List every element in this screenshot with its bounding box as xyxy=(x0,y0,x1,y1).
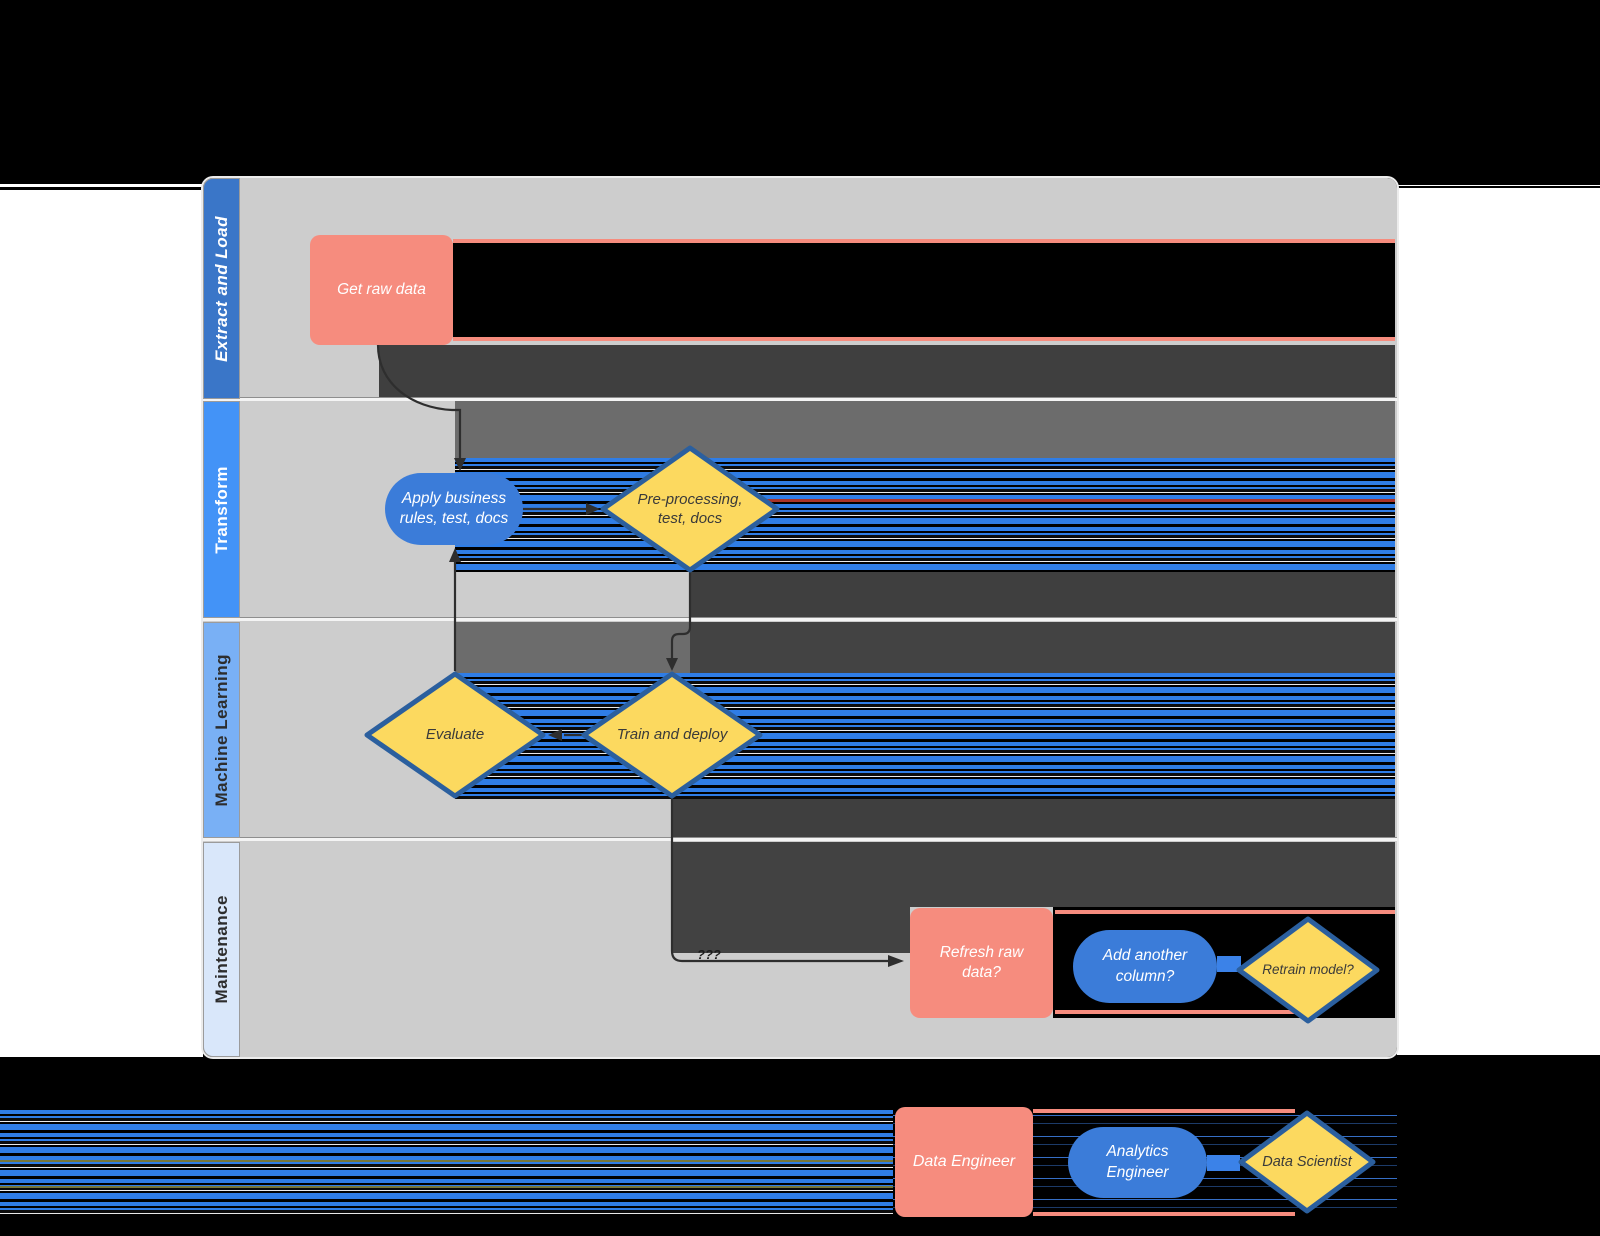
glitch-blue-bar xyxy=(1217,956,1241,972)
diamond-shape-icon xyxy=(581,671,763,799)
glitch-band xyxy=(1055,910,1395,914)
node-apply-business-rules: Apply business rules, test, docs xyxy=(385,473,523,545)
glitch-band xyxy=(455,622,690,673)
arrowhead-left-icon xyxy=(548,729,562,741)
arrowhead-down-icon xyxy=(454,458,466,471)
lane-header-transform: Transform xyxy=(203,401,240,618)
legend-data-engineer: Data Engineer xyxy=(895,1107,1033,1217)
legend-label: Data Scientist xyxy=(1262,1153,1352,1170)
diamond-shape-icon xyxy=(600,445,780,573)
glitch-band xyxy=(690,572,1395,618)
node-evaluate: Evaluate xyxy=(363,670,547,800)
glitch-band xyxy=(1033,1212,1295,1216)
glitch-band xyxy=(455,401,1395,458)
node-get-raw-data: Get raw data xyxy=(310,235,453,345)
legend-data-scientist: Data Scientist xyxy=(1237,1109,1377,1215)
glitch-band xyxy=(672,799,1395,838)
node-refresh-raw-data: Refresh raw data? xyxy=(910,908,1053,1018)
glitch-red-line xyxy=(690,499,1395,502)
node-label: Retrain model? xyxy=(1262,962,1354,978)
connector-train-to-refresh xyxy=(670,797,888,963)
glitch-blue-bar xyxy=(1207,1155,1240,1171)
diamond-shape-icon xyxy=(1236,916,1380,1024)
node-label: Add another column? xyxy=(1102,947,1188,985)
glitch-band xyxy=(453,243,1395,337)
node-train-and-deploy: Train and deploy xyxy=(580,670,764,800)
glitch-band xyxy=(379,345,1395,399)
diamond-shape-icon xyxy=(1238,1110,1376,1214)
arrowhead-up-icon xyxy=(449,548,461,562)
glitch-line-left xyxy=(0,184,203,187)
arrowhead-down-icon xyxy=(666,658,678,671)
node-label: Train and deploy xyxy=(616,726,728,744)
connector-label: ??? xyxy=(697,947,721,962)
lane-header-extract-and-load: Extract and Load xyxy=(203,178,240,399)
glitch-olive-line xyxy=(0,1186,893,1188)
node-label: Refresh raw data? xyxy=(939,943,1024,981)
node-label: Pre-processing, test, docs xyxy=(637,490,743,528)
lane-divider xyxy=(203,837,1397,841)
arrowhead-right-icon xyxy=(586,503,600,515)
lane-header-machine-learning: Machine Learning xyxy=(203,622,240,838)
lane-divider xyxy=(203,397,1397,401)
glitch-band xyxy=(1055,1010,1295,1014)
lane-divider xyxy=(203,617,1397,621)
glitch-olive-line xyxy=(0,1160,893,1162)
connector-preprocessing-to-train xyxy=(670,571,692,658)
connector-getraw-to-apply xyxy=(376,344,462,458)
legend-analytics-engineer: Analytics Engineer xyxy=(1068,1127,1207,1198)
legend-label: Analytics Engineer xyxy=(1106,1143,1169,1181)
node-label: Apply business rules, test, docs xyxy=(399,489,509,527)
glitch-line-right xyxy=(1397,186,1600,188)
node-add-another-column: Add another column? xyxy=(1073,930,1217,1003)
glitch-band xyxy=(1033,1109,1295,1113)
glitch-stripe-band xyxy=(0,1110,893,1215)
arrowhead-right-icon xyxy=(888,955,904,967)
legend-label: Data Engineer xyxy=(912,1152,1016,1170)
lane-header-maintenance: Maintenance xyxy=(203,842,240,1057)
glitch-band xyxy=(910,842,1395,907)
glitch-band xyxy=(453,337,1395,341)
glitch-band xyxy=(690,622,1395,673)
glitch-band xyxy=(453,239,1395,243)
right-margin xyxy=(1397,185,1600,1055)
node-label: Get raw data xyxy=(337,280,426,298)
glitch-band xyxy=(672,842,910,953)
node-retrain-model: Retrain model? xyxy=(1235,915,1381,1025)
node-preprocessing: Pre-processing, test, docs xyxy=(599,444,781,574)
left-margin xyxy=(0,190,203,1057)
node-label: Evaluate xyxy=(425,726,485,744)
diamond-shape-icon xyxy=(364,671,546,799)
